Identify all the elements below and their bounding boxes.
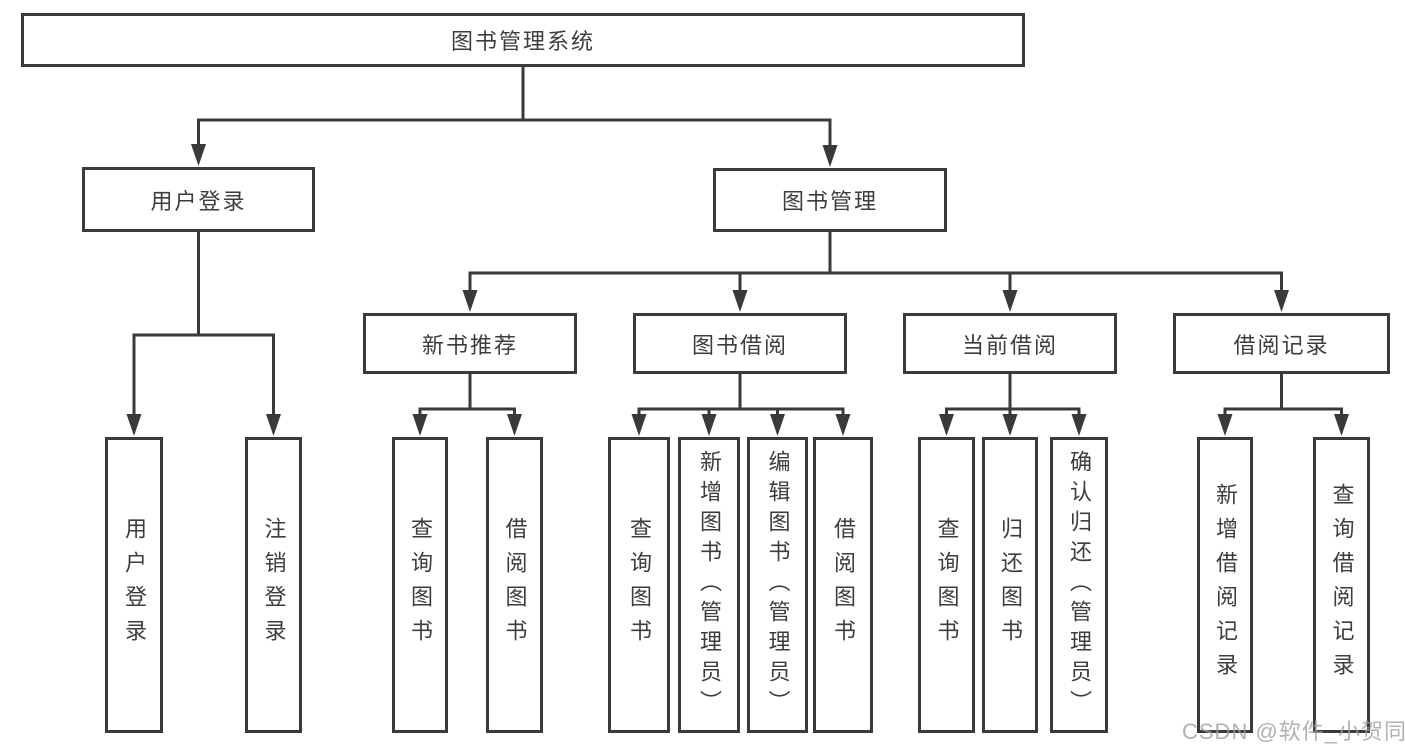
node-book-borrow: 图书借阅 bbox=[633, 313, 847, 374]
node-bb-borrow-book: 借阅图书 bbox=[813, 437, 873, 733]
node-user-login: 用户登录 bbox=[82, 167, 315, 232]
node-bb-add-book: 新增图书（管理员） bbox=[678, 437, 740, 733]
node-bb-edit-book: 编辑图书（管理员） bbox=[747, 437, 808, 733]
node-root: 图书管理系统 bbox=[21, 13, 1025, 67]
node-cb-query-book: 查询图书 bbox=[918, 437, 975, 733]
watermark: CSDN @软件_小贺同学 bbox=[1182, 719, 1405, 744]
node-ul-user-login: 用户登录 bbox=[105, 437, 163, 733]
node-bb-query-book: 查询图书 bbox=[608, 437, 670, 733]
node-ul-logout: 注销登录 bbox=[245, 437, 302, 733]
node-new-book-recommend: 新书推荐 bbox=[363, 313, 577, 374]
node-borrow-record: 借阅记录 bbox=[1173, 313, 1390, 374]
node-br-query-record: 查询借阅记录 bbox=[1313, 437, 1370, 733]
node-cb-return-book: 归还图书 bbox=[982, 437, 1038, 733]
node-current-borrow: 当前借阅 bbox=[903, 313, 1117, 374]
node-cb-confirm-return: 确认归还（管理员） bbox=[1050, 437, 1108, 733]
node-book-mgmt: 图书管理 bbox=[713, 168, 947, 232]
node-nb-query-book: 查询图书 bbox=[392, 437, 448, 733]
node-nb-borrow-book: 借阅图书 bbox=[486, 437, 543, 733]
node-br-add-record: 新增借阅记录 bbox=[1197, 437, 1253, 733]
